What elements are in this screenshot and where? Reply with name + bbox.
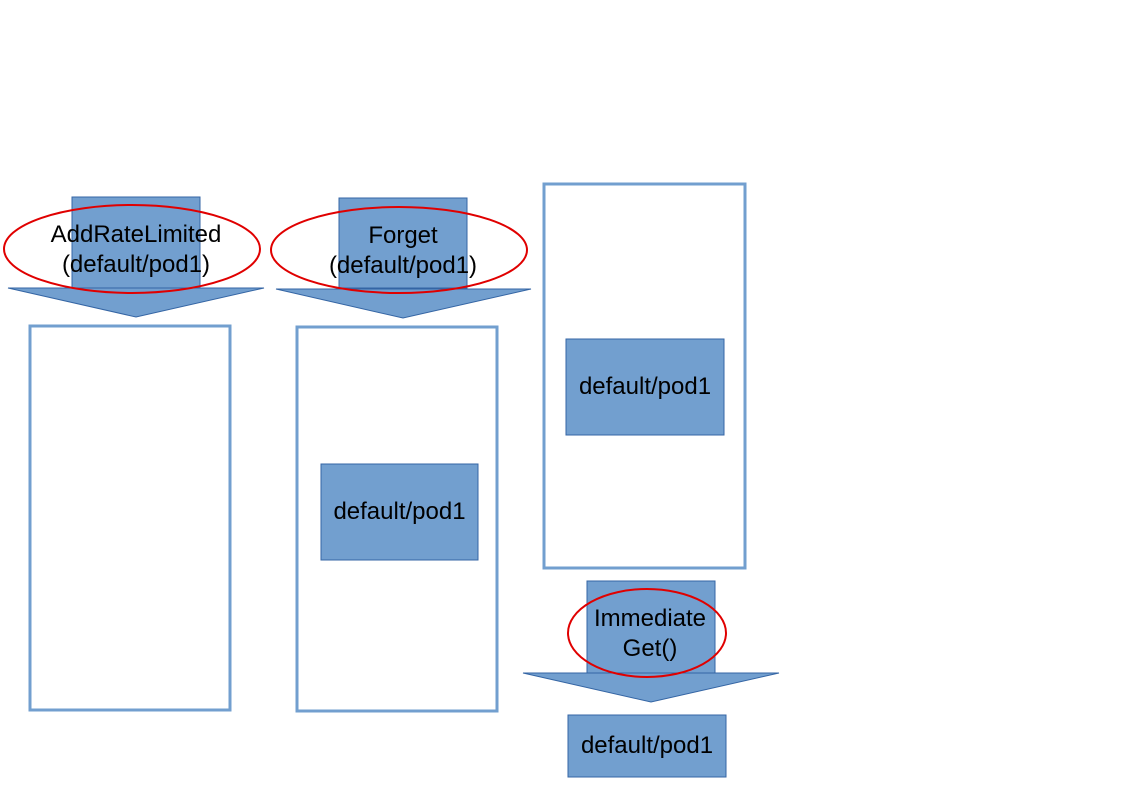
operation-argument: (default/pod1) (61, 251, 211, 278)
arrow-head (7, 287, 265, 318)
step-3-operation-label: Immediate Get() (570, 604, 730, 664)
step-2-queue-box (295, 325, 499, 713)
step-3-highlight-ellipse (567, 588, 727, 678)
step-3-queue-box (542, 182, 747, 570)
step-3-arrow (522, 580, 780, 703)
arrow-head (275, 288, 532, 319)
step-2-operation-label: Forget (default/pod1) (289, 221, 517, 281)
operation-argument: (default/pod1) (328, 252, 478, 279)
operation-name: Immediate (593, 605, 707, 632)
arrow-shaft (71, 196, 201, 289)
step-2-queue-item (320, 463, 479, 561)
step-2-highlight-ellipse (270, 206, 528, 294)
operation-name: Forget (368, 222, 438, 249)
step-2-arrow (275, 197, 532, 319)
step-2-queue-item-label: default/pod1 (333, 498, 466, 525)
operation-name: AddRateLimited (50, 221, 222, 248)
step-3-output-item (567, 714, 727, 778)
operation-argument: Get() (622, 635, 678, 662)
step-3-output-item-label: default/pod1 (580, 732, 714, 759)
step-3-queue-item-label: default/pod1 (578, 373, 712, 400)
arrow-shaft (586, 580, 716, 674)
step-1-arrow (7, 196, 265, 318)
step-3-queue-item (565, 338, 725, 436)
step-1-highlight-ellipse (3, 204, 261, 294)
step-1-queue-box (28, 324, 232, 712)
step-1-operation-label: AddRateLimited (default/pod1) (22, 220, 250, 280)
arrow-shaft (338, 197, 468, 289)
arrow-head (522, 672, 780, 703)
